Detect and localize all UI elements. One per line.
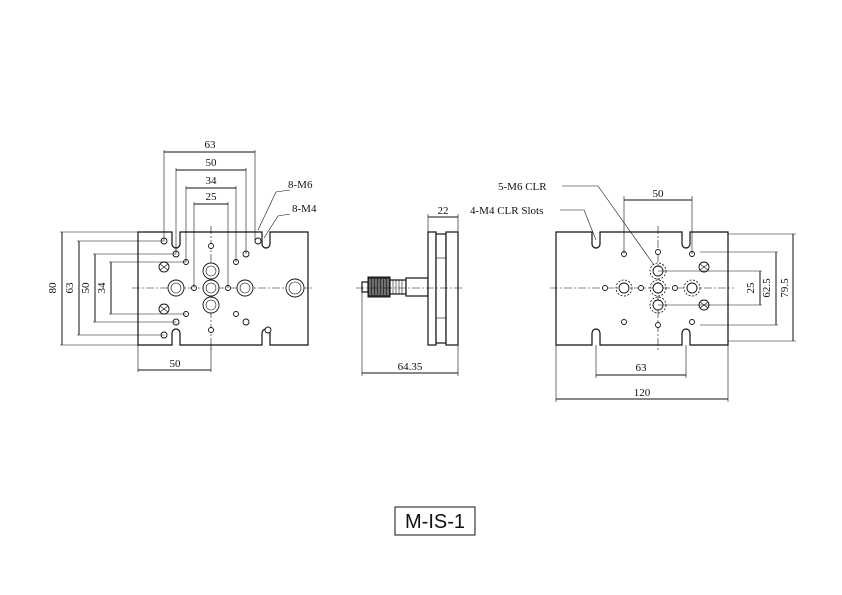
dim-25-top: 25 xyxy=(206,191,218,203)
side-plate-left xyxy=(427,231,437,346)
bottom-view: 5-M6 CLR 4-M4 CLR Slots 50 25 62.5 79.5 … xyxy=(470,181,796,402)
dim-63-left: 63 xyxy=(64,282,76,294)
dim-50-top: 50 xyxy=(206,157,218,169)
dim-64-35-side: 64.35 xyxy=(398,361,423,373)
model-label-box: M-IS-1 xyxy=(394,506,476,536)
callout-4-m4-clr-slots: 4-M4 CLR Slots xyxy=(470,205,543,217)
dim-120-bottom-view: 120 xyxy=(634,387,651,399)
callout-8-m4: 8-M4 xyxy=(292,203,317,215)
top-view-plate-outline xyxy=(137,231,309,346)
callout-8-m6: 8-M6 xyxy=(288,179,313,191)
dim-34-top: 34 xyxy=(206,175,218,187)
dim-50-bottom: 50 xyxy=(170,358,182,370)
dim-80-left: 80 xyxy=(47,282,59,294)
dim-63-bottom-view: 63 xyxy=(636,362,648,374)
dim-50-left: 50 xyxy=(80,282,92,294)
dim-62-5-right: 62.5 xyxy=(761,278,773,298)
dim-34-left: 34 xyxy=(96,282,108,294)
dim-25-right: 25 xyxy=(745,282,757,294)
dim-79-5-right: 79.5 xyxy=(779,278,791,298)
dim-63-top: 63 xyxy=(205,139,217,151)
side-view: 22 64.35 xyxy=(356,205,462,376)
micrometer-tip xyxy=(361,281,369,293)
dim-50-bottom-view: 50 xyxy=(653,188,665,200)
model-label: M-IS-1 xyxy=(405,511,465,533)
callout-5-m6-clr: 5-M6 CLR xyxy=(498,181,547,193)
side-plate-right xyxy=(445,231,459,346)
top-view: 63 50 34 25 80 63 50 34 50 8-M6 8-M4 xyxy=(47,139,317,372)
dim-22-side: 22 xyxy=(438,205,449,217)
